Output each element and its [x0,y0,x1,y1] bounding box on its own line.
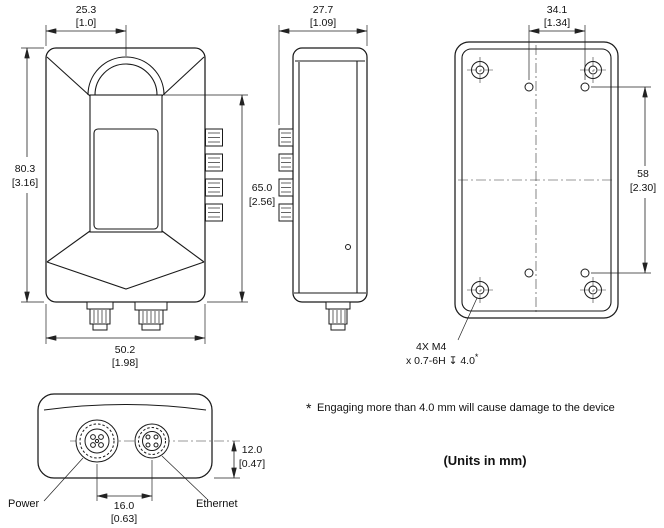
dimension-front-top: 25.3 [1.0] [45,4,127,56]
bottom-top-arc [43,403,207,411]
power-label-callout: Power [8,457,84,510]
dimension-bottom-pitch: 16.0 [0.63] [96,460,153,525]
dim-value-mm: 65.0 [252,182,273,194]
dim-value-mm: 34.1 [547,4,568,16]
slope-line [161,230,205,263]
front-view: 25.3 [1.0] 80.3 [3.16] 65.0 [2.56] 50.2 … [12,4,275,369]
mount-hole [580,268,590,278]
fin [205,178,223,197]
face-plate [89,94,163,233]
dim-value-mm: 58 [637,168,649,180]
mount-hole [524,268,534,278]
units-note: (Units in mm) [443,453,526,468]
bottom-view: 12.0 [0.47] 16.0 [0.63] Power Ethernet [8,393,265,525]
dim-value-in: [2.30] [630,182,656,194]
front-body-outline [45,47,206,303]
dim-value-in: [1.34] [544,17,570,29]
thread-note-line1: 4X M4 [416,341,447,353]
fin [205,128,223,147]
screw-hole [580,277,606,303]
thread-note-line2: x 0.7-6H ↧ 4.0* [406,352,479,367]
dim-value-mm: 16.0 [114,500,135,512]
display-window [93,128,159,230]
side-connector [325,301,351,331]
fin [278,128,294,147]
footnote-text: Engaging more than 4.0 mm will cause dam… [317,402,615,414]
mount-hole [580,82,590,92]
dim-value-in: [3.16] [12,177,38,189]
dimension-side-depth: 27.7 [1.09] [278,4,368,125]
thread-callout: 4X M4 x 0.7-6H ↧ 4.0* [406,297,479,367]
dim-value-in: [0.63] [111,513,137,525]
dim-value-mm: 25.3 [76,4,97,16]
ethernet-label-callout: Ethernet [161,455,238,510]
footnote-star: * [306,400,312,416]
front-ethernet-connector [134,301,168,331]
power-connector [75,419,119,463]
dim-value-mm: 12.0 [242,444,263,456]
fin [205,153,223,172]
dim-value-in: [1.09] [310,17,336,29]
bottom-taper-line [46,261,205,290]
dome-outer-arc [87,56,165,96]
slope-line [161,56,205,97]
dim-value-in: [0.47] [239,458,265,470]
fin [278,153,294,172]
dim-value-in: [1.0] [76,17,97,29]
screw-hole [580,57,606,83]
screw-hole [467,277,493,303]
dim-value-in: [2.56] [249,196,275,208]
dimension-bottom-offset: 12.0 [0.47] [214,440,265,479]
power-label: Power [8,498,40,510]
side-screw-dot [345,244,351,250]
ethernet-connector [134,423,170,459]
side-view: 27.7 [1.09] [278,4,368,331]
ethernet-label: Ethernet [196,498,238,510]
dim-value-mm: 80.3 [15,163,36,175]
dim-value-mm: 50.2 [115,344,136,356]
slope-line [46,230,91,263]
notes: * Engaging more than 4.0 mm will cause d… [306,400,615,468]
front-side-fins [205,128,223,222]
dim-value-mm: 27.7 [313,4,334,16]
dimension-back-hole-x: 34.1 [1.34] [528,4,586,80]
bottom-body-outline [37,393,213,479]
side-body-outline [292,47,368,303]
slope-line [46,56,91,97]
front-power-connector [86,301,114,331]
dimension-back-hole-y: 58 [2.30] [591,86,656,274]
screw-hole [467,57,493,83]
fin [205,203,223,222]
side-fins [278,128,294,222]
dimension-front-face-height: 65.0 [2.56] [164,94,275,303]
fin [278,203,294,222]
dimension-front-height: 80.3 [3.16] [12,47,44,303]
back-view: 34.1 [1.34] 58 [2.30] 4X M4 x 0.7-6H ↧ 4… [406,4,656,367]
dome-inner-arc [94,63,158,96]
dimension-front-width: 50.2 [1.98] [45,304,206,369]
mount-hole [524,82,534,92]
fin [278,178,294,197]
dim-value-in: [1.98] [112,357,138,369]
